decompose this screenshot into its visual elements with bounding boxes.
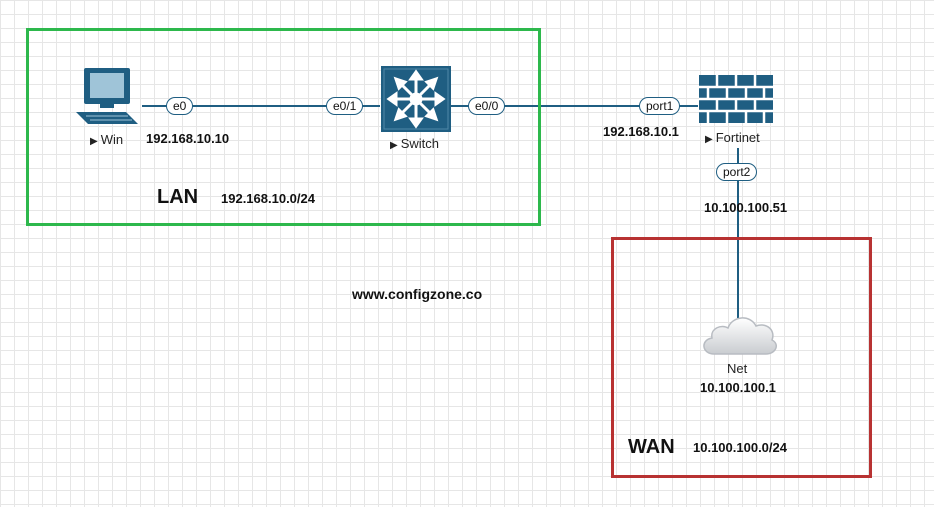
watermark-text: www.configzone.co xyxy=(352,286,483,302)
fortinet-label: ▶Fortinet xyxy=(705,130,760,145)
lan-zone xyxy=(26,28,541,226)
fortinet-node[interactable] xyxy=(699,75,773,128)
fortinet-port2-ip: 10.100.100.51 xyxy=(704,200,788,215)
layer3-switch-icon xyxy=(381,66,451,132)
port-fortinet-port1[interactable]: port1 xyxy=(639,97,681,115)
port-switch-e0-1[interactable]: e0/1 xyxy=(326,97,364,115)
port-switch-e0-0[interactable]: e0/0 xyxy=(468,97,506,115)
wan-zone xyxy=(611,237,872,478)
win-label-text: Win xyxy=(100,132,124,147)
lan-subnet: 192.168.10.0/24 xyxy=(221,191,315,206)
switch-label: ▶Switch xyxy=(390,136,439,151)
switch-label-text: Switch xyxy=(400,136,439,151)
switch-node[interactable] xyxy=(381,66,451,137)
play-icon: ▶ xyxy=(90,136,98,147)
win-label: ▶Win xyxy=(90,132,123,147)
win-node[interactable] xyxy=(76,68,140,133)
fortinet-label-text: Fortinet xyxy=(715,130,760,145)
cloud-icon xyxy=(703,317,777,355)
net-ip: 10.100.100.1 xyxy=(700,380,776,395)
net-node[interactable] xyxy=(700,310,778,363)
wan-subnet: 10.100.100.0/24 xyxy=(693,440,787,455)
firewall-icon xyxy=(699,75,773,123)
net-label: Net xyxy=(727,361,748,376)
port-fortinet-port2[interactable]: port2 xyxy=(716,163,758,181)
win-ip: 192.168.10.10 xyxy=(146,131,230,146)
play-icon: ▶ xyxy=(705,134,713,145)
fortinet-port1-ip: 192.168.10.1 xyxy=(603,124,679,139)
wan-zone-title: WAN xyxy=(628,436,675,458)
port-win-e0[interactable]: e0 xyxy=(166,97,194,115)
play-icon: ▶ xyxy=(390,140,398,151)
workstation-icon xyxy=(76,68,138,124)
lan-zone-title: LAN xyxy=(157,186,199,208)
